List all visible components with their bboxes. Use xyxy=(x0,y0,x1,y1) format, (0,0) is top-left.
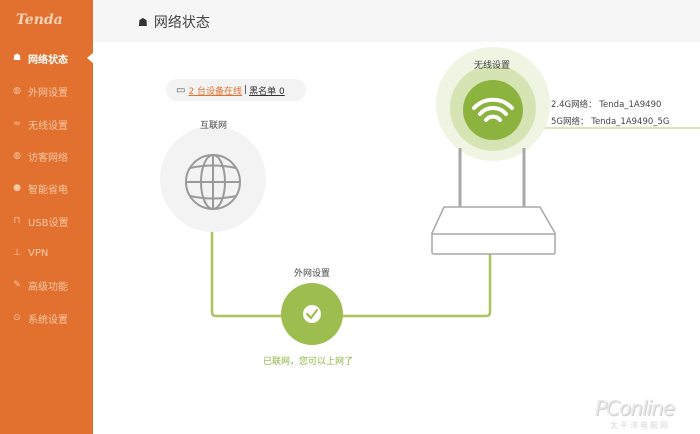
sidebar-item-usb-settings[interactable]: ⊓ USB设置 xyxy=(0,211,93,231)
sidebar-item-label: 网络状态 xyxy=(28,54,68,66)
sidebar-item-power-saving[interactable]: ● 智能省电 xyxy=(0,178,93,198)
wan-status-node[interactable] xyxy=(281,283,343,345)
wireless-label: 无线设置 xyxy=(474,61,511,71)
wan-label: 外网设置 xyxy=(294,269,331,279)
network-status-icon: ☗ xyxy=(12,53,22,63)
connection-line xyxy=(210,225,492,318)
wifi-5g-ssid: 5G网络： Tenda_1A9490_5G xyxy=(551,117,670,127)
active-indicator xyxy=(87,52,94,64)
blacklist-link[interactable]: 黑名单 0 xyxy=(249,86,285,97)
globe-icon: ◍ xyxy=(13,86,21,96)
internet-node[interactable] xyxy=(160,126,266,232)
bulb-icon: ● xyxy=(13,183,21,193)
check-icon xyxy=(305,308,319,320)
sidebar-item-label: 访客网络 xyxy=(28,152,68,164)
sidebar-item-label: 智能省电 xyxy=(28,184,68,196)
connection-status-text: 已联网，您可以上网了 xyxy=(263,357,354,367)
page-title: ☗ 网络状态 xyxy=(138,12,210,32)
main-content xyxy=(93,42,700,434)
sidebar-item-network-status[interactable]: ☗ 网络状态 xyxy=(0,48,93,68)
wrench-icon: ✎ xyxy=(13,280,21,290)
vpn-icon: ⊥ xyxy=(13,248,21,258)
sidebar-item-label: 高级功能 xyxy=(28,281,68,293)
watermark-sub: 太平洋电脑网 xyxy=(610,421,670,430)
globe-icon xyxy=(185,154,241,210)
sidebar: Tenda ☗ 网络状态 ◍ 外网设置 ≈ 无线设置 ◍ 访客网络 ● 智能省电… xyxy=(0,0,93,434)
sidebar-item-label: VPN xyxy=(28,247,49,259)
devices-icon: ▭ xyxy=(176,84,186,96)
sidebar-item-label: 外网设置 xyxy=(28,87,68,99)
sidebar-item-wireless-settings[interactable]: ≈ 无线设置 xyxy=(0,114,93,134)
online-devices-link[interactable]: 2 台设备在线 xyxy=(188,86,243,97)
tenda-logo: Tenda xyxy=(16,12,63,28)
sidebar-item-guest-network[interactable]: ◍ 访客网络 xyxy=(0,146,93,166)
wifi-icon xyxy=(472,97,514,122)
header-bar: ☗ 网络状态 xyxy=(93,0,700,42)
watermark: PConline xyxy=(595,396,675,420)
wireless-node[interactable] xyxy=(436,47,550,161)
wifi-icon: ≈ xyxy=(13,119,21,129)
settings-icon: ⊙ xyxy=(13,313,21,323)
router-icon: ☗ xyxy=(138,15,148,29)
wifi-24g-ssid: 2.4G网络： Tenda_1A9490 xyxy=(551,100,662,110)
router-device xyxy=(431,148,556,255)
sidebar-item-advanced[interactable]: ✎ 高级功能 xyxy=(0,275,93,295)
sidebar-item-vpn[interactable]: ⊥ VPN xyxy=(0,243,93,263)
sidebar-item-system-settings[interactable]: ⊙ 系统设置 xyxy=(0,308,93,328)
usb-icon: ⊓ xyxy=(13,216,21,226)
separator: | xyxy=(244,85,248,95)
sidebar-item-label: USB设置 xyxy=(28,217,69,229)
sidebar-item-wan-settings[interactable]: ◍ 外网设置 xyxy=(0,81,93,101)
sidebar-item-label: 无线设置 xyxy=(28,120,68,132)
page-title-text: 网络状态 xyxy=(153,15,210,31)
sidebar-item-label: 系统设置 xyxy=(28,314,68,326)
internet-label: 互联网 xyxy=(200,121,228,131)
devices-online-pill: ▭ 2 台设备在线 | 黑名单 0 xyxy=(166,79,306,101)
guest-icon: ◍ xyxy=(13,151,21,161)
